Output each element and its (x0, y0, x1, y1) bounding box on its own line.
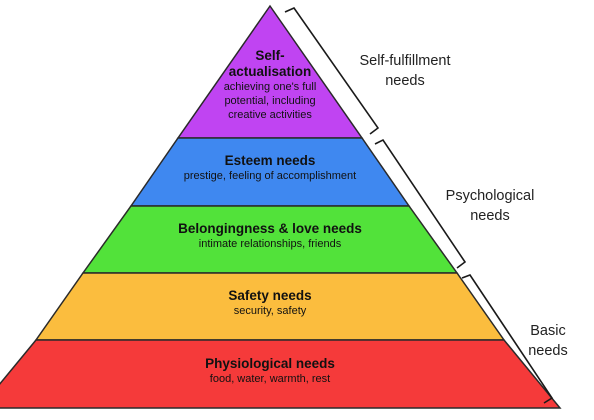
level-self-actualisation: Self- actualisation achieving one's full… (205, 48, 335, 122)
group-label-line: Self-fulfillment (359, 53, 451, 69)
level-description: intimate relationships, friends (198, 238, 342, 250)
level-description: creative activities (228, 109, 312, 121)
level-description: food, water, warmth, rest (209, 373, 331, 385)
level-description: security, safety (233, 305, 307, 317)
level-esteem: Esteem needs prestige, feeling of accomp… (160, 153, 380, 183)
level-description: achieving one's full (223, 81, 317, 93)
level-title: actualisation (228, 64, 312, 79)
tier-physiological (0, 339, 562, 409)
bracket-self-fulfillment (284, 7, 380, 135)
group-label-self-fulfillment: Self-fulfillment needs (345, 51, 465, 91)
level-title: Safety needs (228, 288, 312, 303)
level-safety: Safety needs security, safety (160, 288, 380, 318)
level-title: Belongingness & love needs (178, 221, 362, 236)
group-label-line: needs (470, 208, 510, 224)
group-label-psychological: Psychological needs (430, 186, 550, 226)
group-label-basic: Basic needs (510, 321, 586, 361)
level-description: potential, including (224, 95, 316, 107)
level-title: Esteem needs (224, 153, 316, 168)
level-description: prestige, feeling of accomplishment (183, 170, 357, 182)
group-label-line: Basic (530, 323, 566, 339)
level-belongingness: Belongingness & love needs intimate rela… (140, 221, 400, 251)
bracket-psychological (374, 138, 467, 269)
level-title: Physiological needs (205, 356, 335, 371)
level-physiological: Physiological needs food, water, warmth,… (160, 356, 380, 386)
level-title: Self- (255, 48, 285, 63)
group-label-line: needs (528, 343, 568, 359)
group-label-line: needs (385, 73, 425, 89)
group-label-line: Psychological (445, 188, 535, 204)
bracket-basic (461, 274, 554, 404)
